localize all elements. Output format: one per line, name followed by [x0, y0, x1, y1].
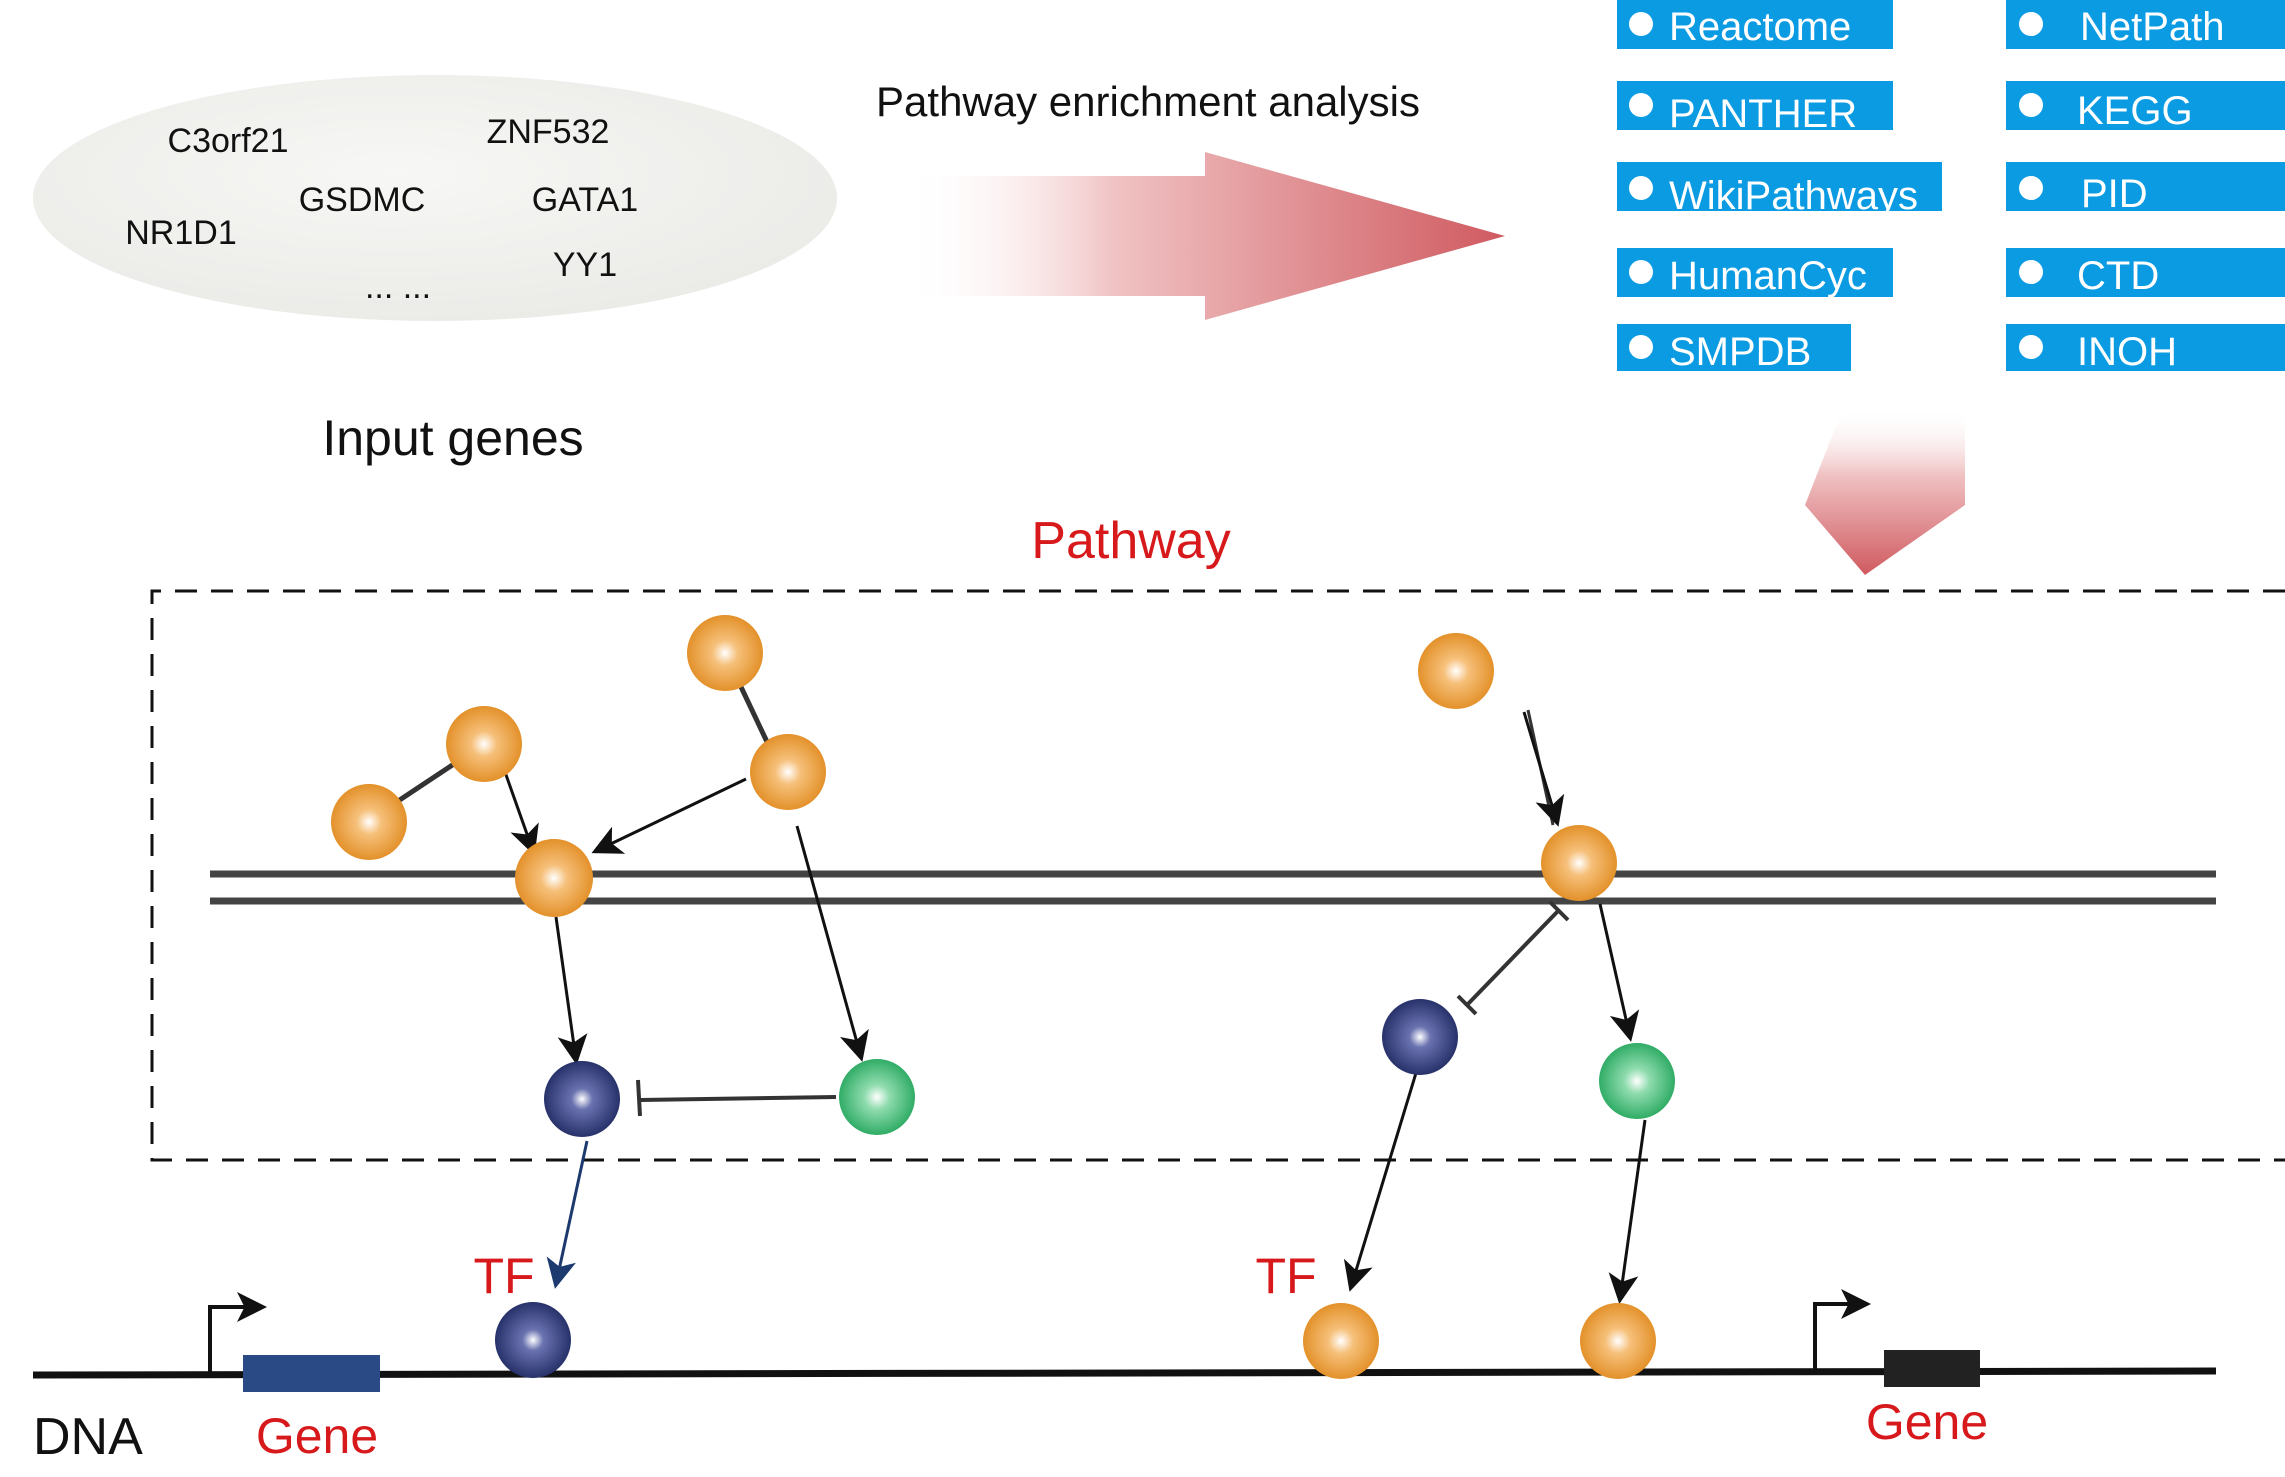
gene-name-c3orf21: C3orf21 — [168, 122, 289, 160]
inhibit-bar — [1456, 994, 1478, 1016]
database-label: PID — [2081, 172, 2148, 216]
tf-label-right: TF — [1255, 1248, 1316, 1304]
dna-label: DNA — [33, 1408, 143, 1466]
database-label: NetPath — [2080, 5, 2225, 49]
gene-name-gsdmc: GSDMC — [299, 181, 426, 219]
database-inoh: INOH — [2006, 324, 2285, 374]
gene-name-yy1: YY1 — [553, 246, 617, 284]
pathway-box — [150, 589, 2285, 1162]
database-smpdb: SMPDB — [1617, 324, 1851, 374]
edge — [591, 777, 747, 854]
inhibitor-node — [544, 1061, 620, 1137]
edge — [795, 825, 869, 1062]
input-genes-ellipse — [33, 75, 837, 321]
tss-arrow-left — [208, 1292, 267, 1373]
database-pid: PID — [2006, 162, 2285, 216]
gene-name-nr1d1: NR1D1 — [125, 214, 236, 252]
inhibit-edge — [639, 1095, 837, 1102]
edge — [554, 916, 588, 1065]
inhibit-edge — [1465, 908, 1561, 1007]
edge — [546, 1140, 589, 1289]
analysis-label: Pathway enrichment analysis — [876, 78, 1420, 125]
gene-label-left: Gene — [256, 1408, 378, 1464]
protein-node — [446, 706, 522, 782]
protein-node — [331, 784, 407, 860]
database-label: INOH — [2077, 330, 2177, 374]
database-label: KEGG — [2077, 89, 2193, 133]
receptor-node — [1541, 825, 1617, 901]
database-netpath: NetPath — [2006, 0, 2285, 49]
inhibit-bar — [1548, 900, 1570, 922]
edge — [1598, 903, 1640, 1042]
receptor-node — [515, 839, 593, 917]
pathway-title: Pathway — [1031, 512, 1230, 570]
edge — [1343, 1072, 1418, 1292]
database-ctd: CTD — [2006, 248, 2285, 298]
database-label: WikiPathways — [1669, 174, 1918, 218]
database-wikipathways: WikiPathways — [1617, 162, 1942, 218]
activator-node — [1599, 1043, 1675, 1119]
tf-node-right-2 — [1580, 1303, 1656, 1379]
database-label: CTD — [2077, 254, 2159, 298]
gene-box-right — [1884, 1350, 1980, 1387]
tf-node-right — [1303, 1303, 1379, 1379]
database-label: PANTHER — [1669, 92, 1857, 136]
database-panther: PANTHER — [1617, 81, 1893, 136]
database-label: Reactome — [1669, 5, 1851, 49]
activator-node — [839, 1059, 915, 1135]
database-label: SMPDB — [1669, 330, 1811, 374]
database-reactome: Reactome — [1617, 0, 1893, 49]
database-humancyc: HumanCyc — [1617, 248, 1893, 298]
gene-list-ellipsis: ... ... — [365, 268, 431, 306]
database-label: HumanCyc — [1669, 254, 1867, 298]
tss-arrow-right — [1813, 1289, 1871, 1370]
edge — [1522, 711, 1565, 827]
edge — [503, 771, 539, 856]
gene-label-right: Gene — [1866, 1394, 1988, 1450]
tf-label-left: TF — [473, 1248, 534, 1304]
enrichment-arrow — [905, 152, 1505, 320]
gene-box-left — [243, 1355, 380, 1392]
dna-strand — [32, 1367, 2217, 1379]
protein-node — [750, 734, 826, 810]
inhibit-bar — [636, 1079, 642, 1117]
edge — [1608, 1119, 1647, 1304]
inhibitor-node — [1382, 999, 1458, 1075]
input-genes-title: Input genes — [322, 410, 583, 466]
down-arrow — [1805, 408, 1965, 575]
database-kegg: KEGG — [2006, 81, 2285, 133]
protein-node — [687, 615, 763, 691]
protein-node — [1418, 633, 1494, 709]
gene-name-gata1: GATA1 — [532, 181, 638, 219]
tf-node-left — [495, 1302, 571, 1378]
gene-name-znf532: ZNF532 — [487, 113, 610, 151]
